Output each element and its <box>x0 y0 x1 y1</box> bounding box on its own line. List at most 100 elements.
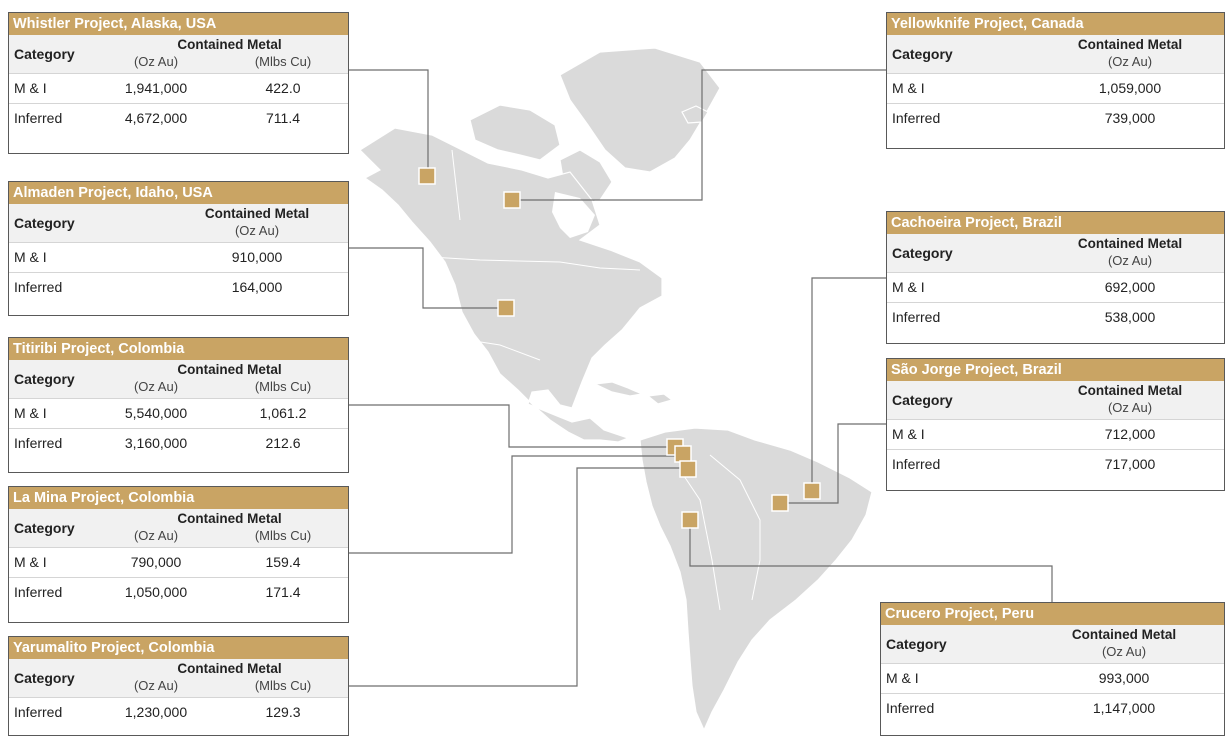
row-category: Inferred <box>14 704 63 720</box>
marker-almaden[interactable] <box>497 299 515 317</box>
row-value: 910,000 <box>231 249 283 265</box>
leader-line-yarumalito <box>349 467 688 687</box>
row-category: Inferred <box>892 309 941 325</box>
row-category: M & I <box>892 426 925 442</box>
unit-label: (Oz Au) <box>133 528 179 543</box>
row-category: M & I <box>892 279 925 295</box>
row-value: 739,000 <box>1104 110 1156 126</box>
unit-label: (Mlbs Cu) <box>254 379 312 394</box>
row-value: 538,000 <box>1104 309 1156 325</box>
row-value: 711.4 <box>266 110 300 126</box>
unit-label: (Mlbs Cu) <box>254 54 312 69</box>
table-row: Inferred 3,160,000 212.6 <box>9 429 348 458</box>
category-header: Category <box>14 371 75 387</box>
row-value: 5,540,000 <box>124 405 188 421</box>
marker-yellowknife[interactable] <box>503 191 521 209</box>
row-category: M & I <box>14 249 47 265</box>
project-title: Yarumalito Project, Colombia <box>9 637 348 659</box>
unit-label: (Oz Au) <box>1107 400 1153 415</box>
row-value: 790,000 <box>130 554 182 570</box>
marker-whistler[interactable] <box>418 167 436 185</box>
leader-line-yellowknife <box>512 69 886 201</box>
row-value: 4,672,000 <box>124 110 188 126</box>
row-value: 1,941,000 <box>124 80 188 96</box>
row-value: 1,147,000 <box>1092 700 1156 716</box>
table-header: Category Contained Metal (Oz Au) (Mlbs Cu) <box>9 360 348 399</box>
marker-crucero[interactable] <box>681 511 699 529</box>
row-value: 422.0 <box>265 80 301 96</box>
andes-border <box>679 469 721 611</box>
greenland-landmass <box>559 47 721 173</box>
north-america-landmass <box>359 127 663 443</box>
row-value: 212.6 <box>265 435 301 451</box>
row-category: M & I <box>14 554 47 570</box>
contained-metal-header: Contained Metal <box>204 206 310 221</box>
table-row: M & I 1,941,000 422.0 <box>9 74 348 104</box>
row-value: 993,000 <box>1098 670 1150 686</box>
unit-label: (Oz Au) <box>133 379 179 394</box>
category-header: Category <box>14 670 75 686</box>
row-value: 159.4 <box>265 554 301 570</box>
contained-metal-header: Contained Metal <box>177 661 282 676</box>
unit-label: (Oz Au) <box>1107 54 1153 69</box>
contained-metal-header: Contained Metal <box>177 511 282 526</box>
hispaniola-landmass <box>646 393 674 405</box>
table-row: M & I 790,000 159.4 <box>9 548 348 578</box>
contained-metal-header: Contained Metal <box>177 362 282 377</box>
marker-lamina[interactable] <box>674 445 692 463</box>
arctic-islands-landmass <box>469 104 561 161</box>
row-category: Inferred <box>14 435 63 451</box>
row-category: M & I <box>14 80 47 96</box>
unit-label: (Oz Au) <box>1101 644 1147 659</box>
leader-line-whistler <box>349 69 429 176</box>
row-category: Inferred <box>14 110 63 126</box>
project-title: Crucero Project, Peru <box>881 603 1224 625</box>
cuba-landmass <box>592 381 645 397</box>
table-row: Inferred 538,000 <box>887 303 1224 332</box>
category-header: Category <box>14 215 75 231</box>
row-value: 129.3 <box>265 704 301 720</box>
leader-line-cachoeira <box>811 277 886 490</box>
leader-line-crucero <box>689 520 1053 602</box>
unit-label: (Mlbs Cu) <box>254 528 312 543</box>
marker-yarumalito[interactable] <box>679 460 697 478</box>
table-header: Category Contained Metal (Oz Au) <box>887 35 1224 74</box>
row-value: 3,160,000 <box>124 435 188 451</box>
category-header: Category <box>892 245 953 261</box>
canada-us-border <box>397 254 641 271</box>
row-category: Inferred <box>886 700 935 716</box>
contained-metal-header: Contained Metal <box>1077 383 1183 398</box>
leader-line-titiribi <box>349 404 674 448</box>
marker-saojorge[interactable] <box>771 494 789 512</box>
project-title: Titiribi Project, Colombia <box>9 338 348 360</box>
category-header: Category <box>892 46 953 62</box>
row-category: Inferred <box>14 279 63 295</box>
unit-label: (Oz Au) <box>133 54 179 69</box>
row-value: 717,000 <box>1104 456 1156 472</box>
table-row: Inferred 4,672,000 711.4 <box>9 104 348 133</box>
row-category: M & I <box>14 405 47 421</box>
contained-metal-header: Contained Metal <box>1077 37 1183 52</box>
project-title: Whistler Project, Alaska, USA <box>9 13 348 35</box>
category-header: Category <box>892 392 953 408</box>
marker-cachoeira[interactable] <box>803 482 821 500</box>
row-category: M & I <box>892 80 925 96</box>
contained-metal-header: Contained Metal <box>1071 627 1177 642</box>
leader-line-lamina <box>349 455 680 554</box>
